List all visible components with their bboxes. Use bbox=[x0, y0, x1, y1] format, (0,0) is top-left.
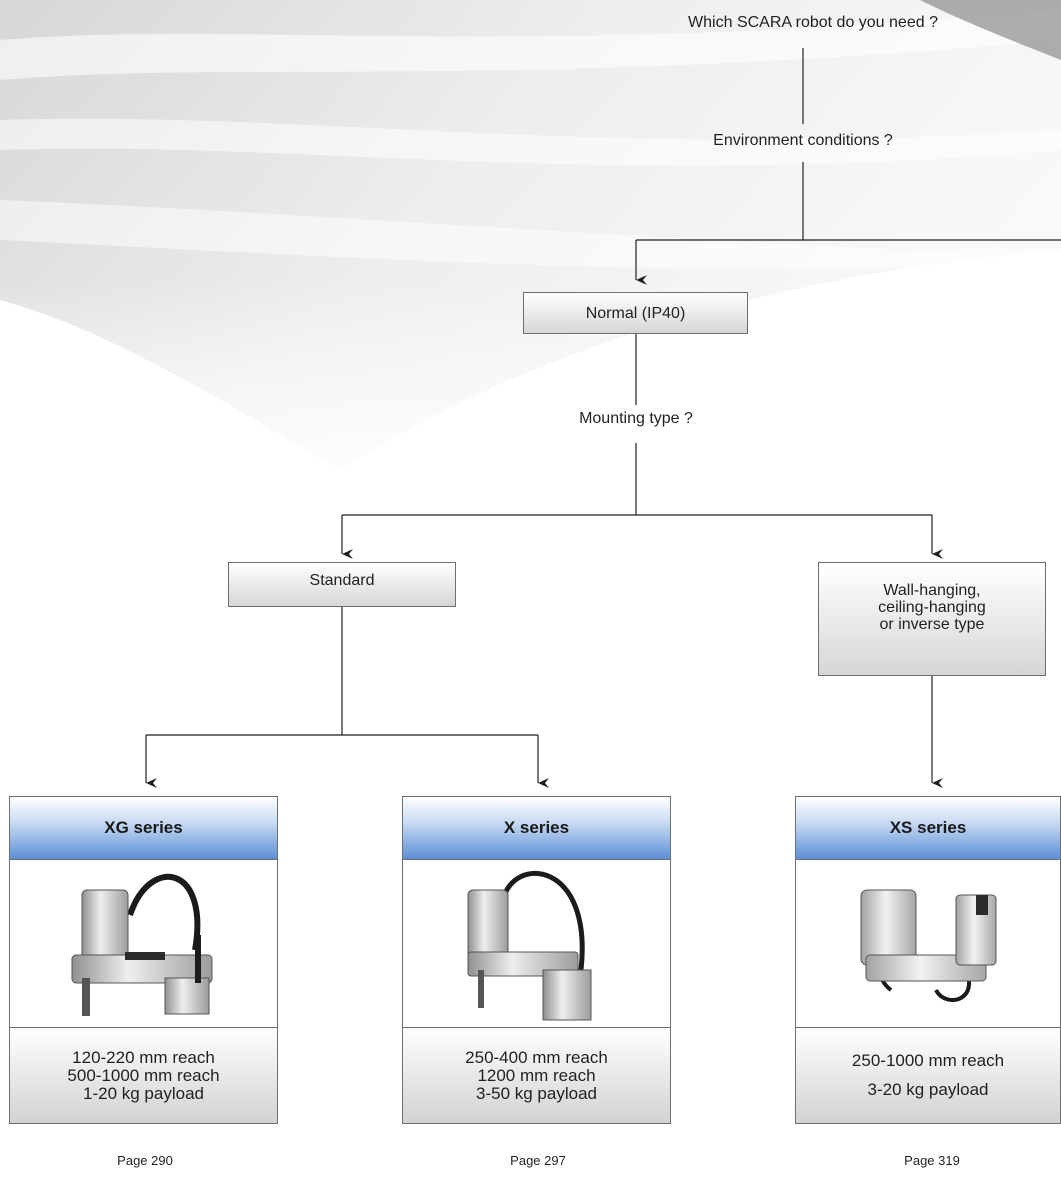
spec-line: 3-50 kg payload bbox=[476, 1083, 597, 1103]
spec-line: 500-1000 mm reach bbox=[67, 1065, 220, 1085]
node-normal-ip40: Normal (IP40) bbox=[523, 292, 748, 334]
node-standard: Standard bbox=[228, 562, 456, 607]
robot-arm-icon bbox=[71, 873, 213, 1016]
series-card-title: X series bbox=[403, 797, 670, 860]
node-wall-hanging-label: Wall-hanging, ceiling-hanging or inverse… bbox=[878, 581, 986, 633]
question-which-robot: Which SCARA robot do you need ? bbox=[688, 14, 938, 31]
series-card-xg: XG series 120-220 mm reach 500-1000 mm r… bbox=[9, 796, 278, 1124]
spec-line: 3-20 kg payload bbox=[867, 1080, 989, 1100]
node-normal-label: Normal (IP40) bbox=[585, 304, 686, 322]
series-card-title: XG series bbox=[10, 797, 277, 860]
spec-line: 1200 mm reach bbox=[477, 1065, 596, 1085]
series-card-xs: XS series 250-1000 mm reach 3-20 kg payl… bbox=[795, 796, 1061, 1124]
robot-xg-image bbox=[10, 860, 277, 1028]
series-specs: 120-220 mm reach 500-1000 mm reach 1-20 … bbox=[10, 1028, 277, 1123]
robot-arm-icon bbox=[860, 889, 997, 1002]
spec-line: 1-20 kg payload bbox=[83, 1083, 204, 1103]
node-standard-label: Standard bbox=[309, 572, 375, 589]
robot-x-image bbox=[403, 860, 670, 1028]
spec-line: 250-400 mm reach bbox=[465, 1047, 608, 1067]
series-specs: 250-400 mm reach 1200 mm reach 3-50 kg p… bbox=[403, 1028, 670, 1123]
robot-xs-image bbox=[796, 860, 1060, 1028]
spec-line: 250-1000 mm reach bbox=[851, 1050, 1005, 1070]
node-wall-hanging: Wall-hanging, ceiling-hanging or inverse… bbox=[818, 562, 1046, 676]
page-ref-x: Page 297 bbox=[510, 1153, 566, 1168]
series-specs: 250-1000 mm reach 3-20 kg payload bbox=[796, 1028, 1060, 1123]
series-card-title: XS series bbox=[796, 797, 1060, 860]
question-environment: Environment conditions ? bbox=[713, 132, 893, 149]
spec-line: 120-220 mm reach bbox=[72, 1047, 215, 1067]
question-mounting: Mounting type ? bbox=[579, 410, 693, 427]
robot-arm-icon bbox=[467, 870, 592, 1021]
page-ref-xg: Page 290 bbox=[117, 1153, 173, 1168]
page-ref-xs: Page 319 bbox=[904, 1153, 960, 1168]
series-card-x: X series 250-400 mm reach 1200 mm reach … bbox=[402, 796, 671, 1124]
